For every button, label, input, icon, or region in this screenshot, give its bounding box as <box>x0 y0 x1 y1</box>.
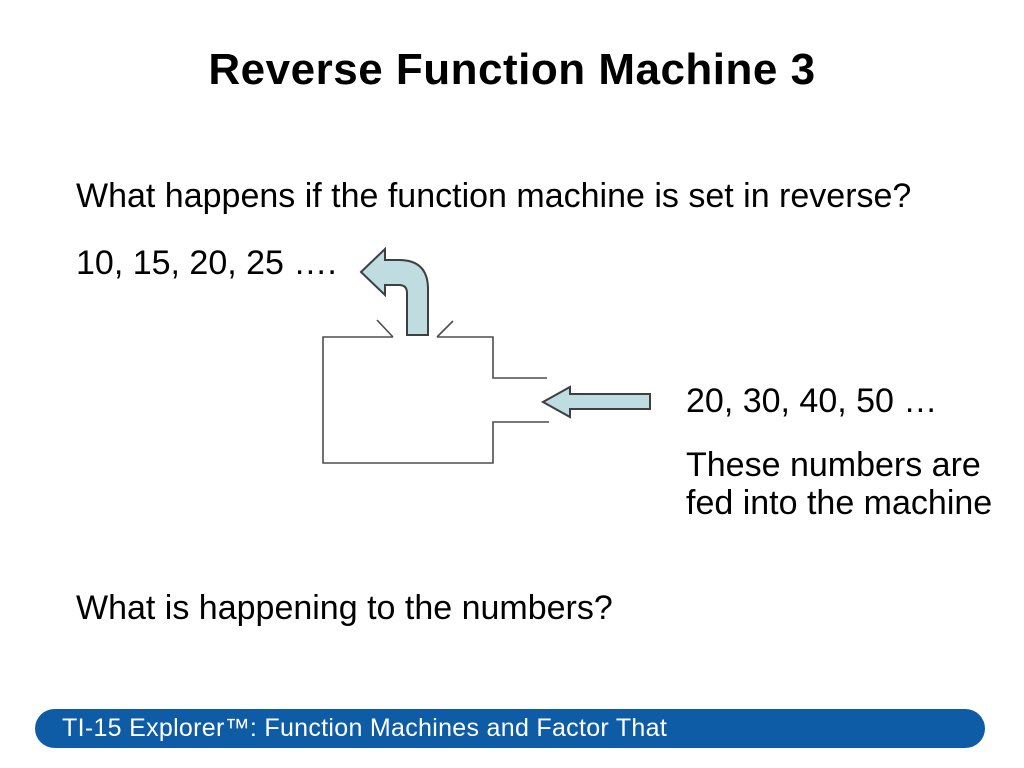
output-bent-arrow-icon <box>359 246 429 336</box>
input-note-text: These numbers are fed into the machine <box>686 446 992 522</box>
input-arrow-icon <box>540 385 651 419</box>
machine-box-outline <box>322 336 549 464</box>
footer-label: TI-15 Explorer™: Function Machines and F… <box>62 714 668 742</box>
footer-bar: TI-15 Explorer™: Function Machines and F… <box>35 709 985 748</box>
output-sequence-text: 10, 15, 20, 25 …. <box>76 244 337 282</box>
slide-title: Reverse Function Machine 3 <box>208 45 816 94</box>
question-bottom-text: What is happening to the numbers? <box>76 589 613 627</box>
machine-inlet-notch-lines <box>376 319 454 338</box>
question-top-text: What happens if the function machine is … <box>76 177 912 215</box>
input-note-line2: fed into the machine <box>686 484 993 523</box>
input-sequence-text: 20, 30, 40, 50 … <box>686 382 938 420</box>
input-note-line1: These numbers are <box>686 446 981 484</box>
